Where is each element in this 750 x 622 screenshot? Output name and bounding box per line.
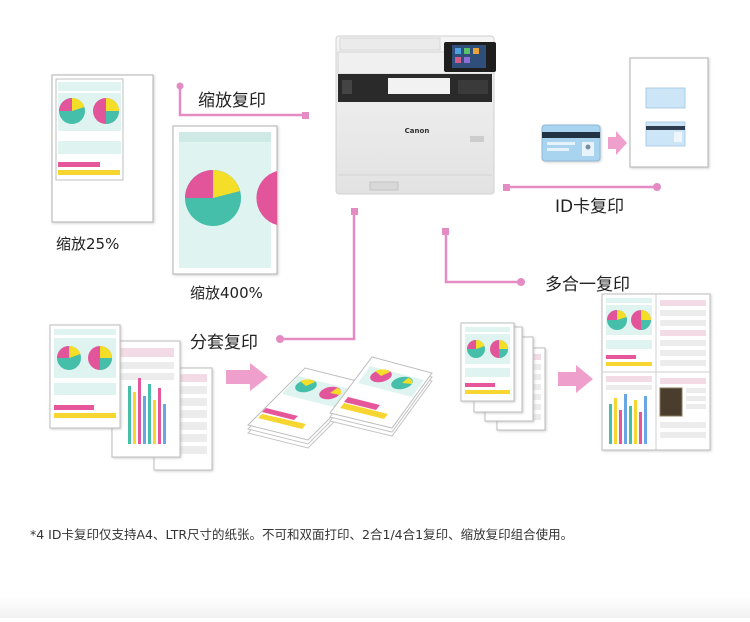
pie-chart-icon: [57, 345, 81, 370]
control-panel: [444, 42, 496, 72]
collate-source-stack: [49, 324, 213, 471]
connector-n-in-1: [444, 232, 521, 284]
pie-chart-partial-icon: [256, 171, 277, 225]
footnote: *4 ID卡复印仅支持A4、LTR尺寸的纸张。不可和双面打印、2合1/4合1复印…: [30, 527, 574, 542]
pie-chart-icon: [59, 97, 85, 124]
connector-zoom: [178, 86, 305, 117]
pie-chart-icon: [88, 346, 112, 370]
label-collate-copy: 分套复印: [190, 333, 258, 353]
pie-chart-icon: [185, 170, 241, 226]
pie-chart-icon: [467, 339, 485, 358]
arrow-right-icon: [608, 131, 627, 155]
label-n-in-1-copy: 多合一复印: [545, 275, 630, 295]
label-id-card-copy: ID卡复印: [555, 197, 625, 217]
connector-nodes: [176, 82, 661, 343]
id-card-source: [541, 124, 601, 162]
printer-brand-text: Canon: [405, 127, 430, 135]
label-zoom-400: 缩放400%: [190, 284, 263, 302]
bottom-divider: [0, 596, 750, 618]
label-zoom-25: 缩放25%: [56, 235, 120, 253]
label-zoom-copy: 缩放复印: [198, 91, 266, 111]
collate-output-sets: [247, 356, 433, 449]
pie-chart-icon: [490, 340, 508, 358]
printer: Canon: [335, 35, 496, 195]
zoom-25-output: [51, 74, 154, 223]
pie-chart-icon: [93, 98, 119, 124]
id-card-output: [629, 57, 709, 168]
n-in-1-source-stack: [460, 322, 546, 431]
connector-collate: [280, 212, 356, 341]
n-in-1-output: [601, 293, 711, 451]
zoom-400-output: [172, 125, 278, 275]
arrow-right-icon: [558, 365, 593, 393]
connectors: [178, 86, 657, 341]
arrow-right-icon: [226, 363, 268, 391]
